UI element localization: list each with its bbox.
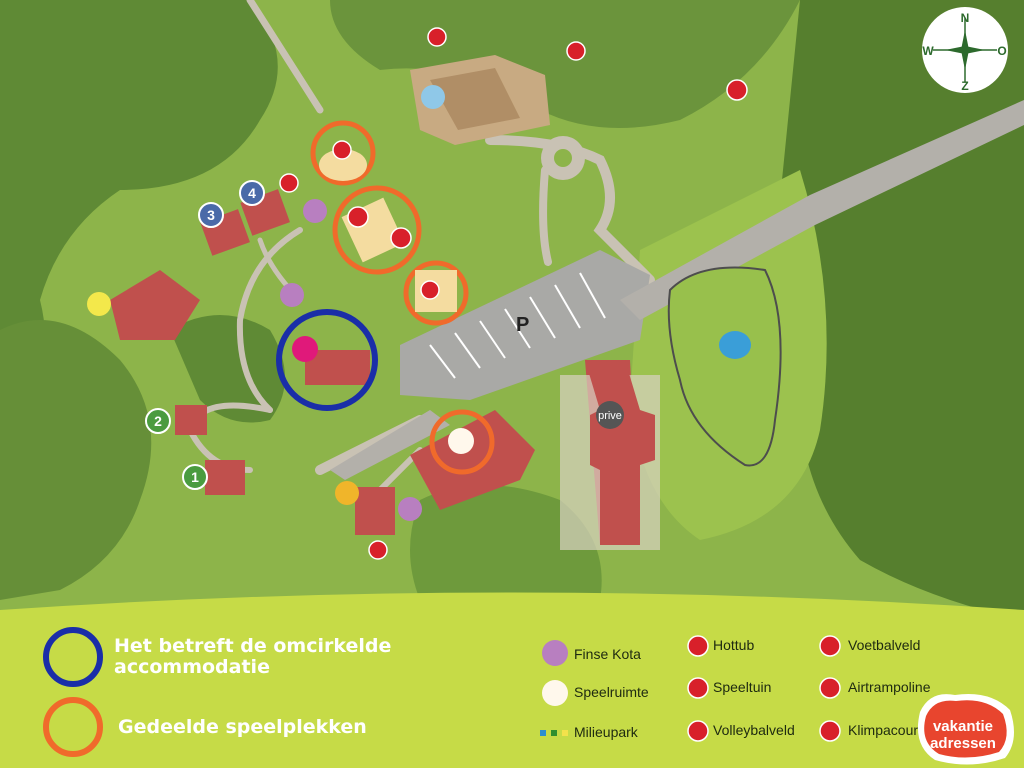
legend-item-voetbal: Voetbalveld [848, 637, 920, 653]
legend-accommodation-ring [43, 627, 103, 687]
shared-play-rings [310, 120, 495, 475]
legend-shared-play: Gedeelde speelplekken [118, 716, 367, 738]
playroom-icon [542, 680, 568, 706]
cabin-number-4: 4 [248, 185, 256, 201]
main-road [620, 100, 1024, 320]
legend-item-milieupark: Milieupark [574, 724, 639, 740]
compass-n: N [961, 11, 970, 25]
activity-icons [279, 27, 748, 560]
cabin-number-1: 1 [191, 469, 199, 485]
parking-lines [429, 272, 606, 379]
compass: N Z W O [922, 7, 1008, 93]
legend-item-airtrampoline: Airtrampoline [848, 679, 931, 695]
legend-band [0, 592, 1024, 768]
compass-w: W [922, 44, 934, 58]
cabin-number-2: 2 [154, 413, 162, 429]
legend-item-playroom: Speelruimte [574, 684, 649, 700]
recycling-icon [540, 730, 568, 736]
forest-southwest [0, 320, 152, 600]
forest-south [410, 485, 602, 600]
legend-shared-ring [43, 697, 103, 757]
parking-label: P [516, 314, 529, 336]
compass-z: Z [961, 79, 968, 93]
climbing-icon [819, 720, 841, 742]
yellow-markers [87, 292, 359, 505]
legend-item-hottub: Hottub [713, 637, 754, 653]
playroom-marker [448, 428, 474, 454]
forest-north [330, 0, 800, 128]
brand-line2: adressen [930, 735, 996, 752]
legend-accommodation-line1: Het betreft de omcirkelde [114, 635, 391, 657]
volleyball-icon [687, 720, 709, 742]
main-road-south [330, 410, 450, 480]
kota-markers [280, 199, 422, 521]
legend-item-kota: Finse Kota [574, 646, 641, 662]
pond [719, 331, 751, 359]
kota-icon [542, 640, 568, 666]
compass-o: O [997, 44, 1006, 58]
accommodation-marker [292, 336, 318, 362]
legend-item-volleybal: Volleybalveld [713, 722, 795, 738]
private-label: prive [598, 410, 622, 422]
accommodation-ring[interactable] [276, 309, 378, 411]
cabin-numbers [145, 180, 265, 490]
brand-logo[interactable]: vakantie adressen [917, 694, 1014, 765]
paddock-fence [667, 266, 782, 467]
cabin-number-3: 3 [207, 207, 215, 223]
playground-icon [687, 677, 709, 699]
hottub-icon [687, 635, 709, 657]
brand-line1: vakantie [933, 718, 993, 735]
forest-west [0, 0, 278, 420]
forest-east [780, 0, 1024, 620]
kota-lodge[interactable] [421, 85, 445, 109]
private-marker [596, 401, 624, 429]
legend-accommodation-line2: accommodatie [114, 656, 270, 678]
legend-item-speeltuin: Speeltuin [713, 679, 771, 695]
soccer-icon [819, 635, 841, 657]
trampoline-icon [819, 677, 841, 699]
